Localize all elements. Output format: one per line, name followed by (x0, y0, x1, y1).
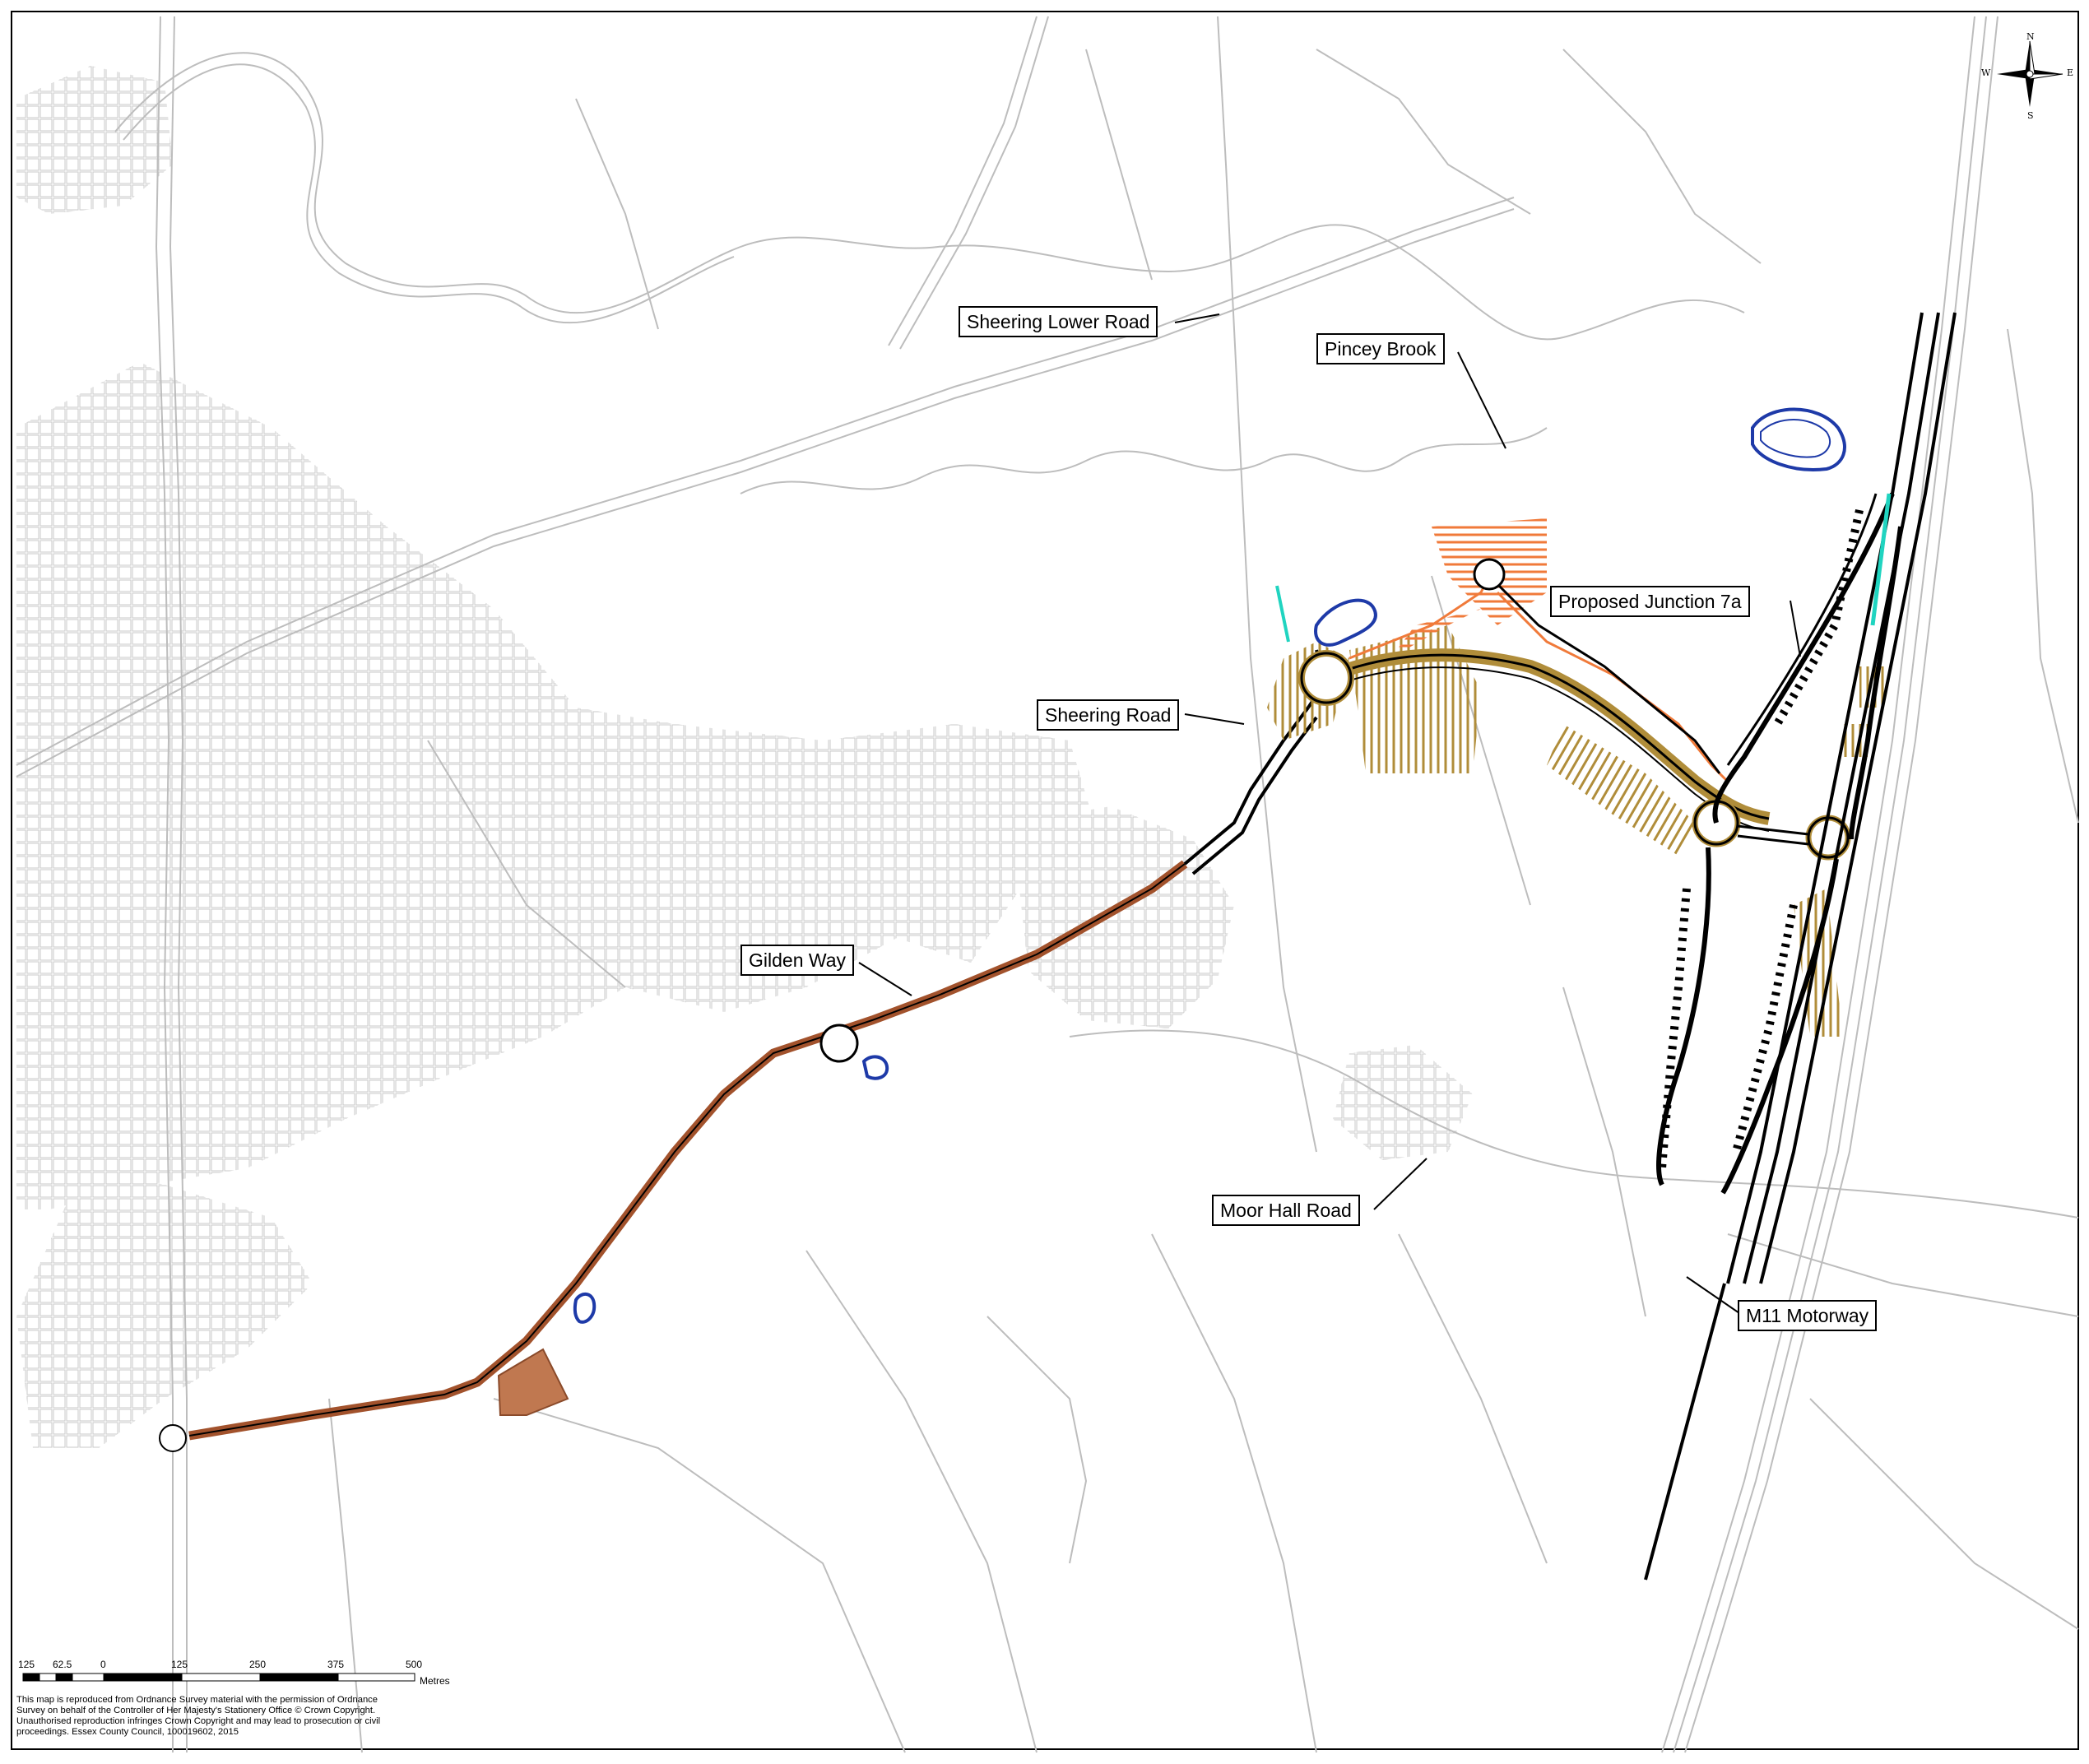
label-pincey-brook: Pincey Brook (1316, 333, 1445, 364)
compass-w: W (1981, 67, 1991, 78)
compass-s: S (2027, 110, 2034, 121)
leader-lines (858, 313, 1801, 1314)
label-gilden-way: Gilden Way (740, 945, 855, 976)
scale-tick-label: 125 (18, 1659, 35, 1670)
scale-unit: Metres (420, 1675, 450, 1687)
scale-bar (22, 1673, 415, 1682)
scale-tick-label: 125 (171, 1659, 188, 1670)
scale-tick-label: 500 (406, 1659, 423, 1670)
label-sheering-road: Sheering Road (1037, 699, 1180, 731)
label-sheering-lower-road: Sheering Lower Road (959, 306, 1158, 337)
compass-e: E (2067, 67, 2074, 78)
label-proposed-junction-7a: Proposed Junction 7a (1550, 586, 1750, 617)
scale-tick-label: 250 (249, 1659, 267, 1670)
urban-area (16, 66, 1473, 1448)
m11-scheme (1644, 312, 1957, 1581)
compass-rose-icon (1997, 40, 2063, 107)
scale-tick-label: 375 (327, 1659, 345, 1670)
scale-tick-label: 62.5 (53, 1659, 72, 1670)
label-moor-hall-road: Moor Hall Road (1212, 1195, 1360, 1226)
ponds (573, 407, 1846, 1324)
cyan-edge-east (1870, 493, 1892, 626)
copyright-notice: This map is reproduced from Ordnance Sur… (16, 1695, 381, 1737)
gilden-way-scheme (159, 860, 1188, 1452)
base-map (16, 16, 2079, 1753)
compass-n: N (2026, 31, 2035, 42)
cyan-edge-west (1275, 585, 1290, 643)
label-m11-motorway: M11 Motorway (1738, 1300, 1878, 1331)
scale-tick-label: 0 (100, 1659, 106, 1670)
